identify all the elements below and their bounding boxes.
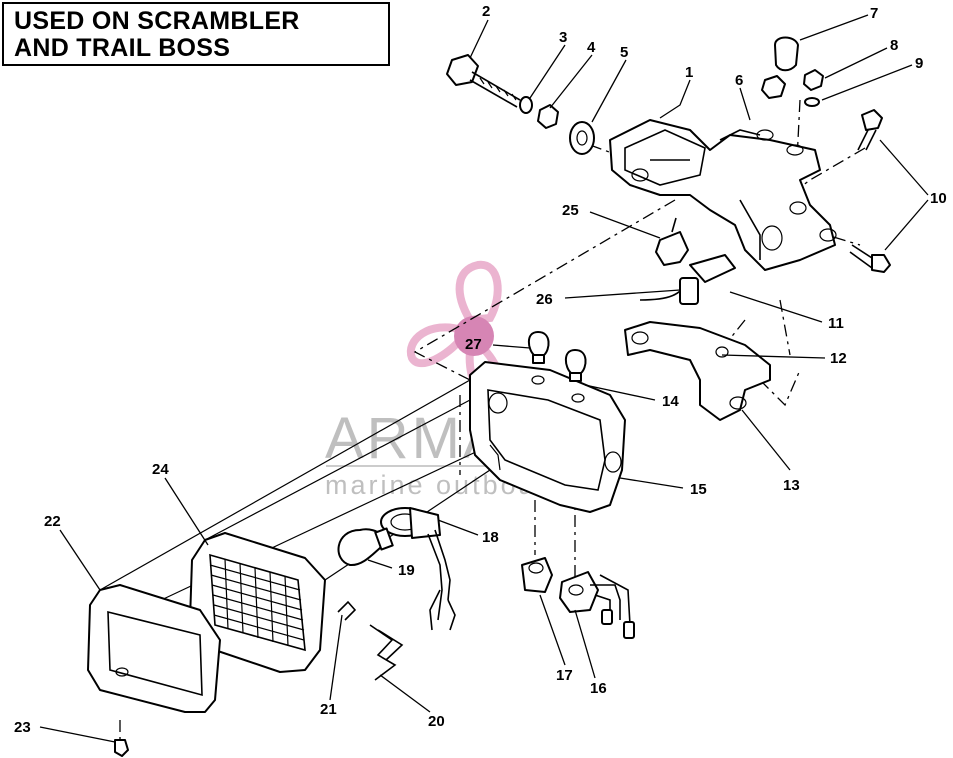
callout-26: 26 — [536, 291, 553, 308]
nut-8 — [803, 69, 824, 91]
callout-24: 24 — [152, 461, 169, 478]
nut-6 — [761, 75, 786, 99]
cap-7 — [774, 36, 799, 72]
socket-17 — [521, 557, 553, 593]
callout-12: 12 — [830, 350, 847, 367]
socket-16 — [559, 571, 635, 639]
callout-27: 27 — [465, 336, 482, 353]
callout-20: 20 — [428, 713, 445, 730]
bolt-2 — [446, 54, 521, 108]
title-line-2: AND TRAIL BOSS — [14, 34, 231, 62]
callout-5: 5 — [620, 44, 628, 61]
callout-21: 21 — [320, 701, 337, 718]
callout-14: 14 — [662, 393, 679, 410]
lens-grid — [209, 558, 305, 647]
callout-22: 22 — [44, 513, 61, 530]
lens-24 — [189, 532, 326, 673]
callout-numbers: 2 3 4 5 1 6 7 8 9 10 25 26 11 12 27 14 1… — [14, 3, 947, 736]
callout-25: 25 — [562, 202, 579, 219]
callout-7: 7 — [870, 5, 878, 22]
washer-3 — [519, 96, 533, 114]
bracket-1 — [609, 119, 837, 271]
screw-10-lower — [849, 244, 891, 273]
callout-1: 1 — [685, 64, 693, 81]
callout-23: 23 — [14, 719, 31, 736]
bezel-22 — [87, 584, 221, 713]
callout-18: 18 — [482, 529, 499, 546]
callout-11: 11 — [828, 315, 844, 332]
grommet-5 — [569, 121, 595, 155]
callout-19: 19 — [398, 562, 415, 579]
screw-10-upper — [857, 109, 883, 151]
mount-bracket-12 — [624, 321, 771, 421]
housing-15 — [469, 361, 626, 513]
title-line-1: USED ON SCRAMBLER — [14, 7, 300, 35]
callout-17: 17 — [556, 667, 573, 684]
bulb-19 — [337, 527, 394, 567]
bulb-14 — [564, 349, 587, 382]
title-box: USED ON SCRAMBLER AND TRAIL BOSS — [2, 2, 390, 66]
callout-6: 6 — [735, 72, 743, 89]
callout-4: 4 — [587, 39, 596, 56]
callout-2: 2 — [482, 3, 490, 20]
clip-21 — [337, 600, 357, 621]
bulb-27 — [527, 331, 550, 364]
switch-25 — [655, 217, 689, 266]
leader-lines — [39, 14, 929, 743]
callout-10: 10 — [930, 190, 947, 207]
clip-20 — [369, 624, 404, 681]
callout-3: 3 — [559, 29, 567, 46]
callout-13: 13 — [783, 477, 800, 494]
spacer-4 — [537, 104, 559, 129]
screw-23 — [114, 739, 129, 757]
callout-15: 15 — [690, 481, 707, 498]
socket-18 — [380, 507, 456, 631]
callout-9: 9 — [915, 55, 923, 72]
lockwasher-9 — [804, 97, 820, 107]
callout-16: 16 — [590, 680, 607, 697]
callout-8: 8 — [890, 37, 898, 54]
harness-26 — [639, 254, 736, 305]
